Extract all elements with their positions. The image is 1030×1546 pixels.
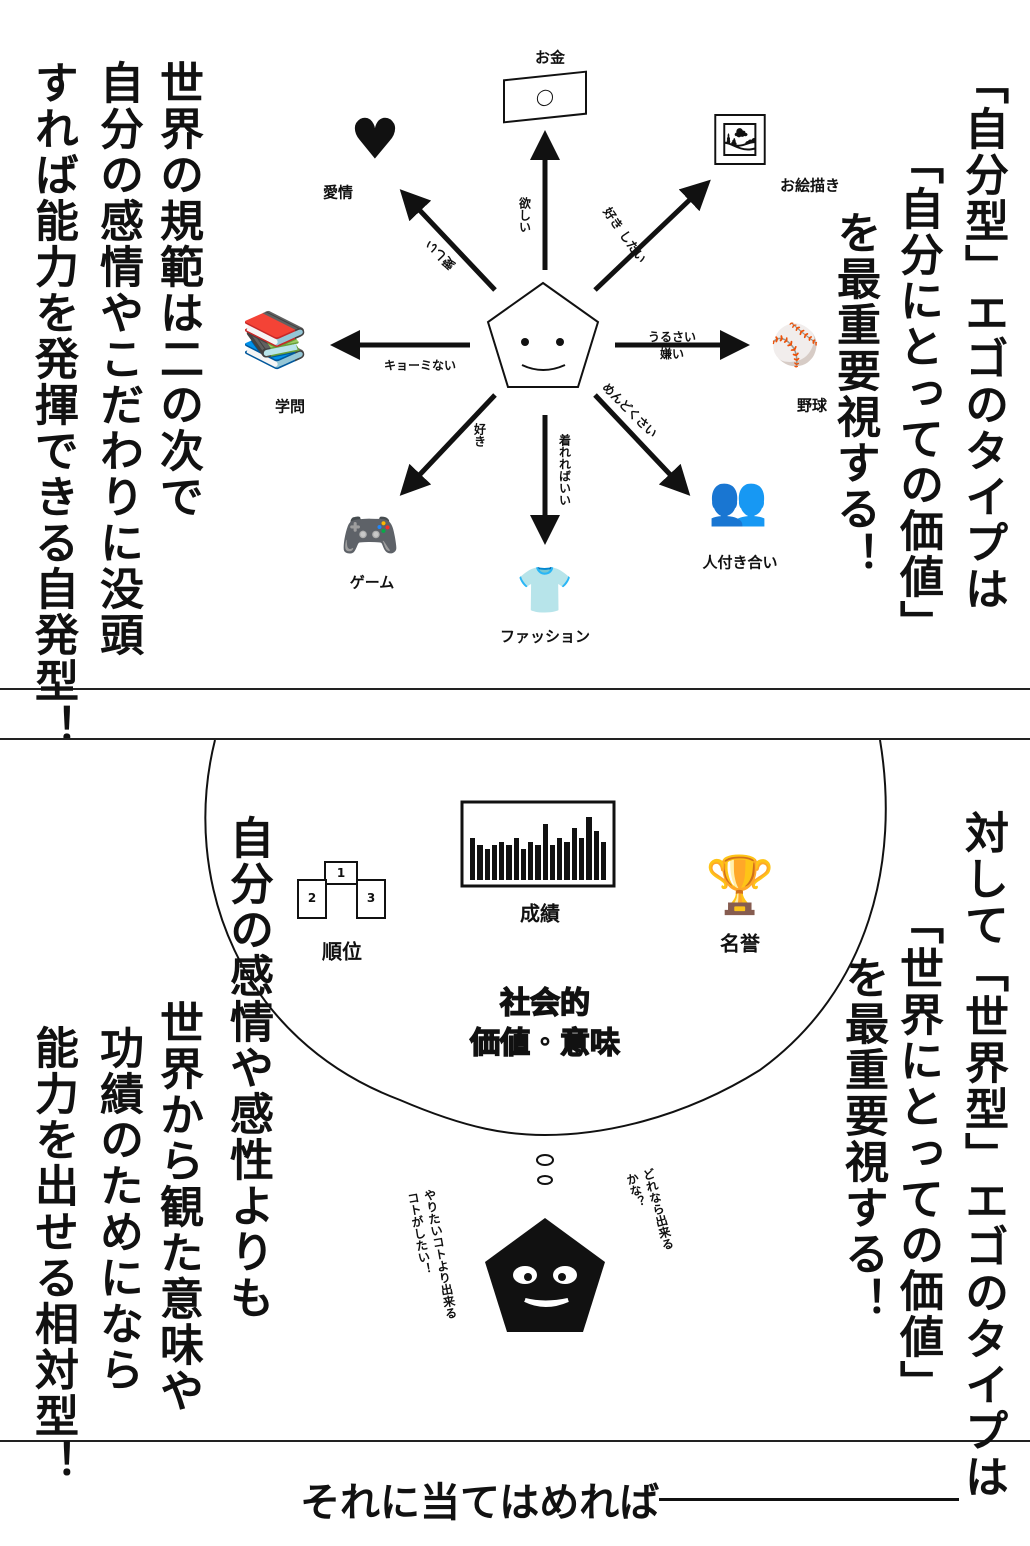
- item-baseball: 野球: [796, 396, 828, 415]
- arrow-label-money: 欲しい: [517, 197, 532, 233]
- money-icon: ◯: [503, 70, 587, 124]
- gamepad-icon: 🎮: [340, 507, 400, 564]
- bar: [528, 841, 534, 880]
- rank-2: 2: [307, 891, 317, 905]
- arrow-label-study: キョーミない: [383, 358, 457, 373]
- panel2-right-line-2: 「世界にとっての価値」: [892, 900, 943, 1406]
- panel2-right-line-1: 対して「世界型」エゴのタイプは: [957, 810, 1008, 1500]
- panel2-right-line-3: を最重要視する！: [837, 955, 888, 1323]
- panel1-right-line-1: 「自分型」エゴのタイプは: [957, 60, 1008, 612]
- item-people: 人付き合い: [702, 553, 778, 572]
- people-icon: 👥: [708, 472, 768, 529]
- rank-1: 1: [336, 866, 346, 880]
- bar: [578, 838, 585, 880]
- bar: [470, 838, 476, 880]
- item-love: 愛情: [322, 183, 354, 202]
- arrow-label-fashion: 着れればいい: [557, 434, 572, 506]
- bar: [542, 824, 548, 880]
- shirt-icon: 👕: [516, 562, 574, 617]
- easel-icon: 🖼: [708, 110, 772, 169]
- arrow-label-game: 好き: [472, 423, 487, 447]
- panel1-right-line-2: 「自分にとっての価値」: [892, 140, 943, 646]
- bar: [513, 838, 519, 880]
- panel2-left-line-1: 自分の感情や感性よりも: [222, 815, 273, 1321]
- bar: [586, 817, 592, 880]
- item-fashion: ファッション: [499, 627, 591, 646]
- item-rank: 順位: [322, 939, 362, 964]
- baseball-icon: ⚾: [770, 322, 820, 369]
- item-honor: 名誉: [720, 931, 760, 956]
- bar: [506, 845, 512, 880]
- item-grades: 成績: [520, 901, 560, 926]
- books-icon: 📚: [241, 308, 309, 371]
- bar: [557, 838, 563, 880]
- heart-icon: ♥: [349, 107, 401, 173]
- panel1-left-line-1: 世界の規範は二の次で: [152, 60, 203, 520]
- item-game: ゲーム: [349, 573, 395, 592]
- bar: [520, 848, 527, 880]
- social-value-line-2: 価値・意味: [469, 1025, 621, 1062]
- caption-dash: [659, 1497, 960, 1501]
- caption: それに当てはめれば: [300, 1470, 960, 1528]
- panel1-right-line-3: を最重要視する！: [829, 210, 880, 578]
- social-value-line-1: 社会的: [499, 985, 591, 1022]
- bar: [549, 845, 556, 880]
- item-drawing: お絵描き: [779, 176, 841, 195]
- bar: [600, 841, 607, 880]
- bar: [535, 845, 541, 880]
- panel2-left-line-4: 能力を出せる相対型！: [27, 1025, 78, 1485]
- panel-world-type: 1 2 3 🏆 順位 成績 名誉 社会的 価値・意味 やりたいコトより出来るコト…: [0, 738, 1030, 1500]
- bar-chart-bars: [470, 810, 607, 880]
- item-study: 学問: [274, 397, 306, 416]
- bar: [484, 848, 490, 880]
- item-money: お金: [534, 48, 566, 67]
- panel2-left-line-3: 功績のためになら: [92, 1025, 143, 1393]
- bar: [491, 845, 498, 880]
- black-pentagon-face: [485, 1218, 605, 1332]
- trophy-icon: 🏆: [705, 853, 775, 918]
- panel1-left-line-3: すれば能力を発揮できる自発型！: [27, 60, 78, 750]
- diagram-arrows: [330, 130, 750, 545]
- panel-self-type: 「自分型」エゴのタイプは 「自分にとっての価値」 を最重要視する！ 世界の規範は…: [0, 0, 1030, 750]
- panel1-left-line-2: 自分の感情やこだわりに没頭: [92, 60, 143, 658]
- caption-text: それに当てはめれば: [300, 1480, 660, 1526]
- bar: [477, 845, 483, 880]
- bar: [571, 827, 577, 880]
- pentagon-face: [486, 281, 600, 388]
- panel2-left-line-2: 世界から観た意味や: [152, 1000, 203, 1414]
- bar: [499, 841, 505, 880]
- arrow-label-baseball: うるさい 嫌い: [647, 330, 696, 361]
- podium-icon: [297, 861, 386, 919]
- rank-3: 3: [366, 891, 376, 905]
- bar: [593, 831, 599, 880]
- bar: [564, 841, 570, 880]
